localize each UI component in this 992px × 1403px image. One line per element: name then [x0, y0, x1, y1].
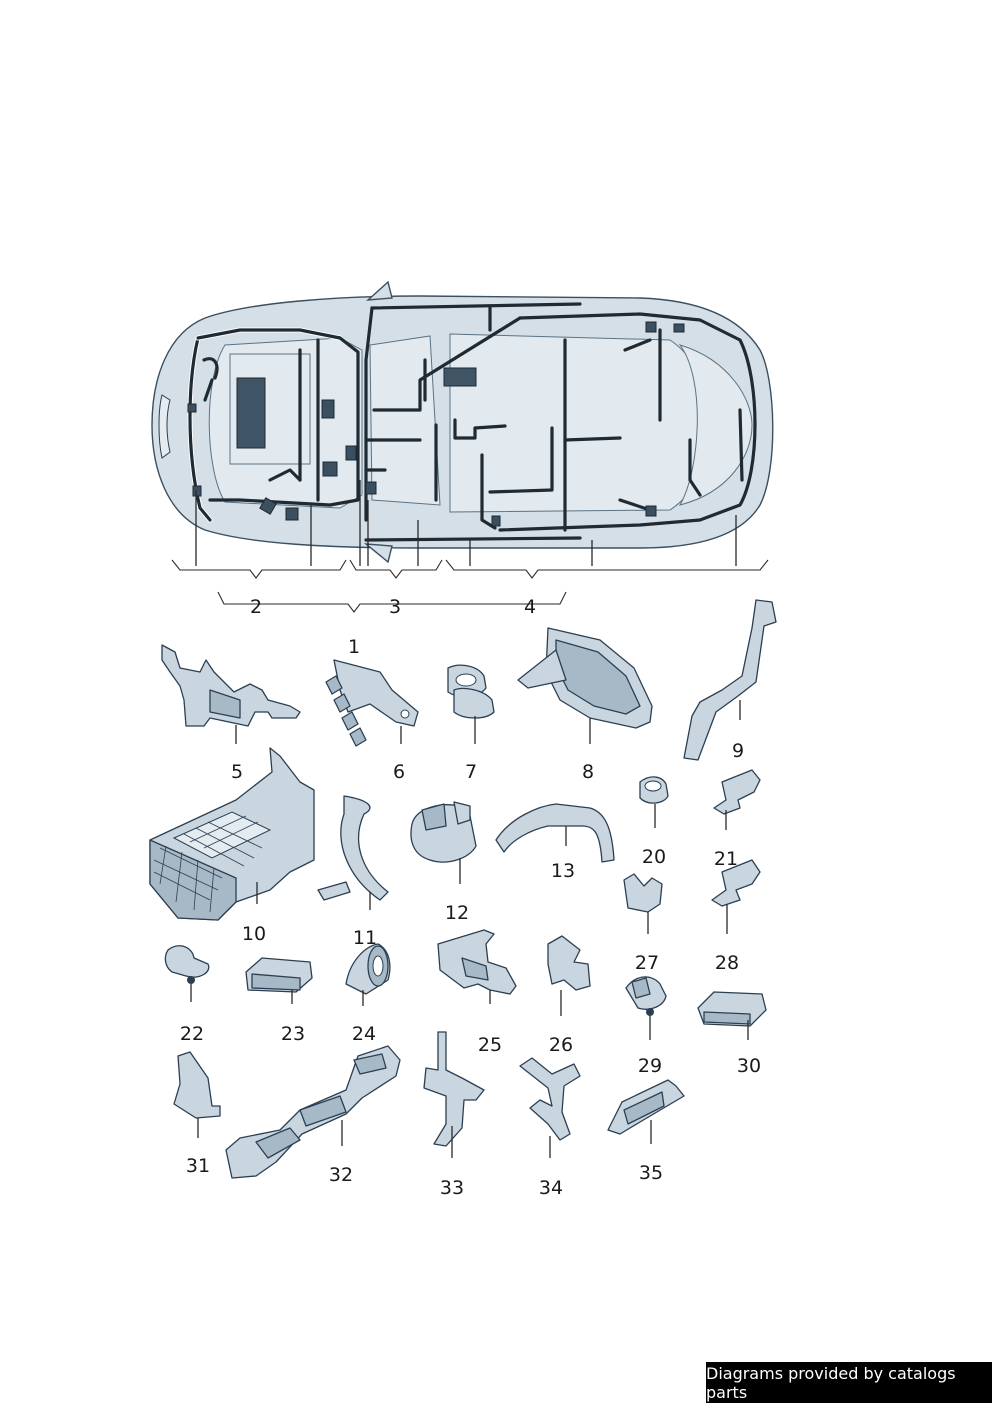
part-11	[317, 795, 389, 910]
label-29: 29	[638, 1055, 662, 1077]
part-21	[713, 769, 761, 830]
part-28	[711, 859, 761, 934]
part-33	[423, 1031, 485, 1158]
part-12	[410, 801, 477, 884]
label-9: 9	[732, 740, 744, 762]
label-1: 1	[348, 636, 360, 658]
part-26	[547, 935, 591, 1016]
label-20: 20	[642, 846, 666, 868]
part-6	[325, 659, 419, 747]
label-31: 31	[186, 1155, 210, 1177]
label-26: 26	[549, 1034, 573, 1056]
part-32	[225, 1045, 401, 1179]
part-7	[447, 664, 495, 744]
part-8	[517, 627, 653, 744]
label-4: 4	[524, 596, 536, 618]
label-5: 5	[231, 761, 243, 783]
label-33: 33	[440, 1177, 464, 1199]
label-25: 25	[478, 1034, 502, 1056]
part-25	[437, 929, 517, 1004]
group-brackets	[171, 559, 769, 613]
part-27	[623, 873, 663, 934]
part-13	[495, 803, 615, 863]
label-21: 21	[714, 848, 738, 870]
label-11: 11	[353, 927, 377, 949]
label-6: 6	[393, 761, 405, 783]
label-22: 22	[180, 1023, 204, 1045]
label-32: 32	[329, 1164, 353, 1186]
part-10	[149, 747, 315, 921]
part-22	[164, 945, 210, 1002]
label-28: 28	[715, 952, 739, 974]
part-30	[697, 991, 767, 1040]
label-30: 30	[737, 1055, 761, 1077]
label-24: 24	[352, 1023, 376, 1045]
part-5	[161, 644, 301, 744]
label-12: 12	[445, 902, 469, 924]
label-3: 3	[389, 596, 401, 618]
part-29	[625, 976, 667, 1040]
part-23	[245, 957, 313, 1004]
part-31	[173, 1051, 221, 1138]
label-10: 10	[242, 923, 266, 945]
part-34	[519, 1057, 581, 1158]
label-2: 2	[250, 596, 262, 618]
label-23: 23	[281, 1023, 305, 1045]
label-13: 13	[551, 860, 575, 882]
label-8: 8	[582, 761, 594, 783]
label-27: 27	[635, 952, 659, 974]
footer-credit: Diagrams provided by catalogs parts	[706, 1362, 992, 1403]
label-34: 34	[539, 1177, 563, 1199]
car-wiring-overview	[151, 280, 774, 566]
part-24	[345, 943, 391, 1006]
label-35: 35	[639, 1162, 663, 1184]
part-20	[639, 776, 669, 828]
part-9	[683, 599, 777, 761]
part-35	[607, 1079, 685, 1144]
label-7: 7	[465, 761, 477, 783]
part-number-labels: 1 2 3 4 5 6 7 8 9 10 11 12 13 20 21 22 2…	[180, 596, 761, 1199]
